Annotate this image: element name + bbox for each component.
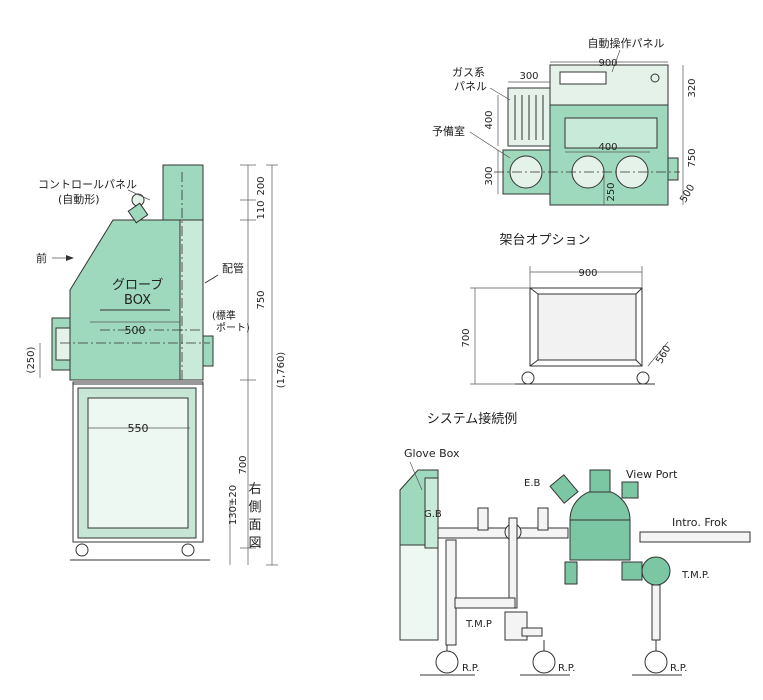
stand-dim-700: 700 (461, 328, 472, 347)
dim-550: 550 (128, 422, 149, 435)
plan-dim-750: 750 (687, 148, 698, 167)
plan-dim-500: 500 (678, 183, 697, 205)
system-example-title: システム接続例 (427, 411, 518, 427)
stand-option-drawing (470, 266, 669, 385)
standard-port-label-1: (標準 (212, 309, 236, 322)
stand-dim-900: 900 (578, 268, 597, 279)
antechamber-label: 予備室 (432, 124, 465, 138)
plan-dim-300a: 300 (519, 71, 538, 82)
dim-500: 500 (125, 324, 146, 337)
caster-left (75, 543, 89, 557)
plan-dim-900: 900 (598, 58, 617, 69)
rp-label-3: R.P. (670, 663, 687, 674)
gas-panel-label-1: ガス系 (452, 66, 485, 79)
side-view-drawing (51, 164, 219, 561)
plan-dim-320: 320 (687, 78, 698, 97)
side-view-caption-4: 図 (248, 536, 261, 551)
control-panel-sublabel: (自動形) (58, 192, 100, 206)
stand-caster-left (521, 371, 535, 385)
piping-label: 配管 (222, 261, 244, 275)
stand-caster-right (636, 371, 650, 385)
glove-box-label-2: BOX (124, 293, 151, 308)
glove-box-label-1: グローブ (112, 277, 163, 293)
standard-port (202, 335, 214, 367)
gas-panel-label-2: パネル (454, 80, 487, 93)
rotary-pump-1 (435, 650, 459, 674)
rotary-pump-3 (644, 650, 668, 674)
front-label: 前 (36, 251, 47, 265)
standard-port-label-2: ポート) (216, 322, 250, 334)
view-port (621, 481, 639, 499)
side-view-caption-1: 右 (248, 482, 261, 497)
plan-dim-400a: 400 (484, 110, 495, 129)
system-glove-box-label: Glove Box (404, 447, 460, 460)
intro-frok-label: Intro. Frok (672, 516, 728, 529)
view-port-label: View Port (626, 468, 678, 481)
rp-label-2: R.P. (558, 663, 575, 674)
dim-250: (250) (26, 346, 37, 373)
tmp-right-label: T.M.P. (681, 570, 710, 581)
caster-right (181, 543, 195, 557)
transfer-pipe (437, 527, 569, 539)
side-view-caption-2: 側 (248, 500, 261, 515)
eb-label: E.B (524, 478, 540, 489)
dim-200: 200 (256, 176, 267, 195)
tmp-left-label: T.M.P (465, 619, 492, 630)
stand-option-title: 架台オプション (499, 233, 590, 248)
side-view-caption-3: 面 (248, 518, 261, 533)
plan-view-drawing (494, 64, 680, 206)
plan-view-dimensions (497, 61, 684, 205)
rotary-pump-2 (532, 650, 556, 674)
plan-dim-400b: 400 (598, 142, 617, 153)
side-view-dimensions (39, 164, 278, 566)
system-example-drawing (399, 469, 751, 676)
auto-panel-label: 自動操作パネル (588, 36, 665, 50)
gb-label: G.B (424, 509, 442, 520)
intro-fork-pipe (639, 531, 751, 543)
gate-valve-1 (477, 507, 489, 531)
gate-valve-2 (537, 507, 549, 531)
stand-outer-frame (529, 287, 643, 367)
dim-110: 110 (256, 200, 267, 219)
electron-beam (549, 474, 579, 504)
dim-1760: (1,760) (276, 352, 287, 389)
control-panel-label: コントロールパネル (38, 178, 137, 191)
dim-130: 130±20 (228, 485, 239, 525)
rp-label-1: R.P. (462, 663, 479, 674)
dim-700: 700 (238, 455, 249, 474)
control-panel-box (127, 202, 149, 224)
stand-dim-560: 560 (654, 344, 673, 366)
stand-frame (72, 381, 204, 543)
tmp-right (641, 556, 671, 586)
plan-dim-300b: 300 (484, 166, 495, 185)
auto-control-panel (549, 64, 669, 106)
side-panel (179, 219, 204, 381)
plan-dim-250: 250 (606, 182, 617, 201)
duct-column (162, 164, 204, 221)
dim-750: 750 (256, 290, 267, 309)
